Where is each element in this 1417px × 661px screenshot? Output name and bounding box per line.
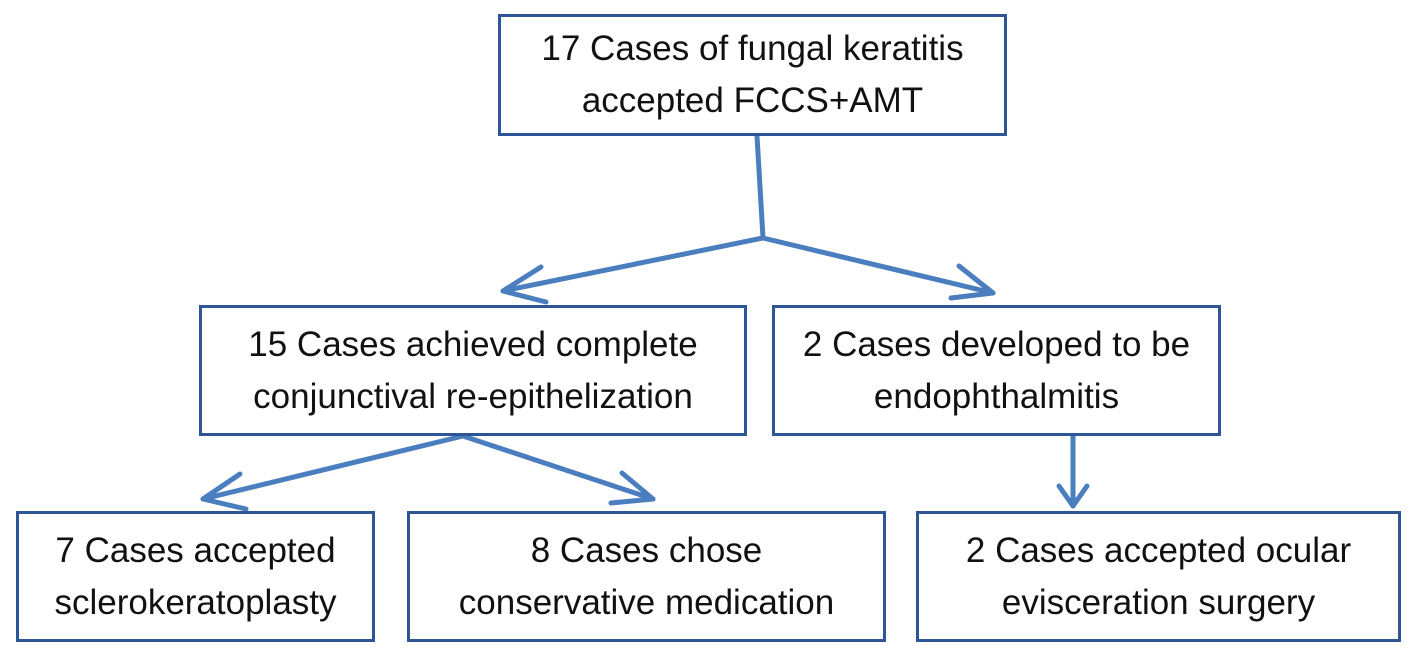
node-conservative-medication: 8 Cases chose conservative medication xyxy=(407,511,886,642)
node-root: 17 Cases of fungal keratitis accepted FC… xyxy=(498,14,1007,136)
node-sclerokeratoplasty-line1: 7 Cases accepted xyxy=(55,530,336,570)
node-root-line1: 17 Cases of fungal keratitis xyxy=(541,29,964,68)
node-conservative-medication-line2: conservative medication xyxy=(458,582,835,622)
arrow-complete-to-conservative xyxy=(460,433,656,502)
node-complete: 15 Cases achieved complete conjunctival … xyxy=(199,305,747,436)
node-evisceration-surgery: 2 Cases accepted ocular evisceration sur… xyxy=(916,511,1401,642)
node-endophthalmitis-line2: endophthalmitis xyxy=(873,376,1120,416)
arrow-head-endo xyxy=(948,263,996,301)
arrow-root-stem xyxy=(754,133,766,241)
arrow-head-sclero xyxy=(200,471,249,512)
node-sclerokeratoplasty-line2: sclerokeratoplasty xyxy=(54,582,337,622)
node-endophthalmitis-line1: 2 Cases developed to be xyxy=(802,324,1191,364)
node-evisceration-surgery-line2: evisceration surgery xyxy=(1001,582,1316,622)
node-sclerokeratoplasty: 7 Cases accepted sclerokeratoplasty xyxy=(16,511,375,642)
node-conservative-medication-line1: 8 Cases chose xyxy=(530,530,763,570)
arrow-head-evisceration xyxy=(1056,483,1090,509)
arrow-head-complete xyxy=(500,264,549,305)
node-evisceration-surgery-line1: 2 Cases accepted ocular xyxy=(965,530,1352,570)
node-endophthalmitis: 2 Cases developed to be endophthalmitis xyxy=(772,305,1221,436)
arrow-root-to-complete xyxy=(500,235,766,294)
node-complete-line1: 15 Cases achieved complete xyxy=(248,324,698,364)
node-complete-line2: conjunctival re-epithelization xyxy=(253,376,693,416)
arrow-root-to-endo xyxy=(760,235,996,296)
node-root-line2: accepted FCCS+AMT xyxy=(581,81,924,120)
arrow-head-conservative xyxy=(608,470,656,506)
arrow-complete-to-sclero xyxy=(200,433,466,502)
